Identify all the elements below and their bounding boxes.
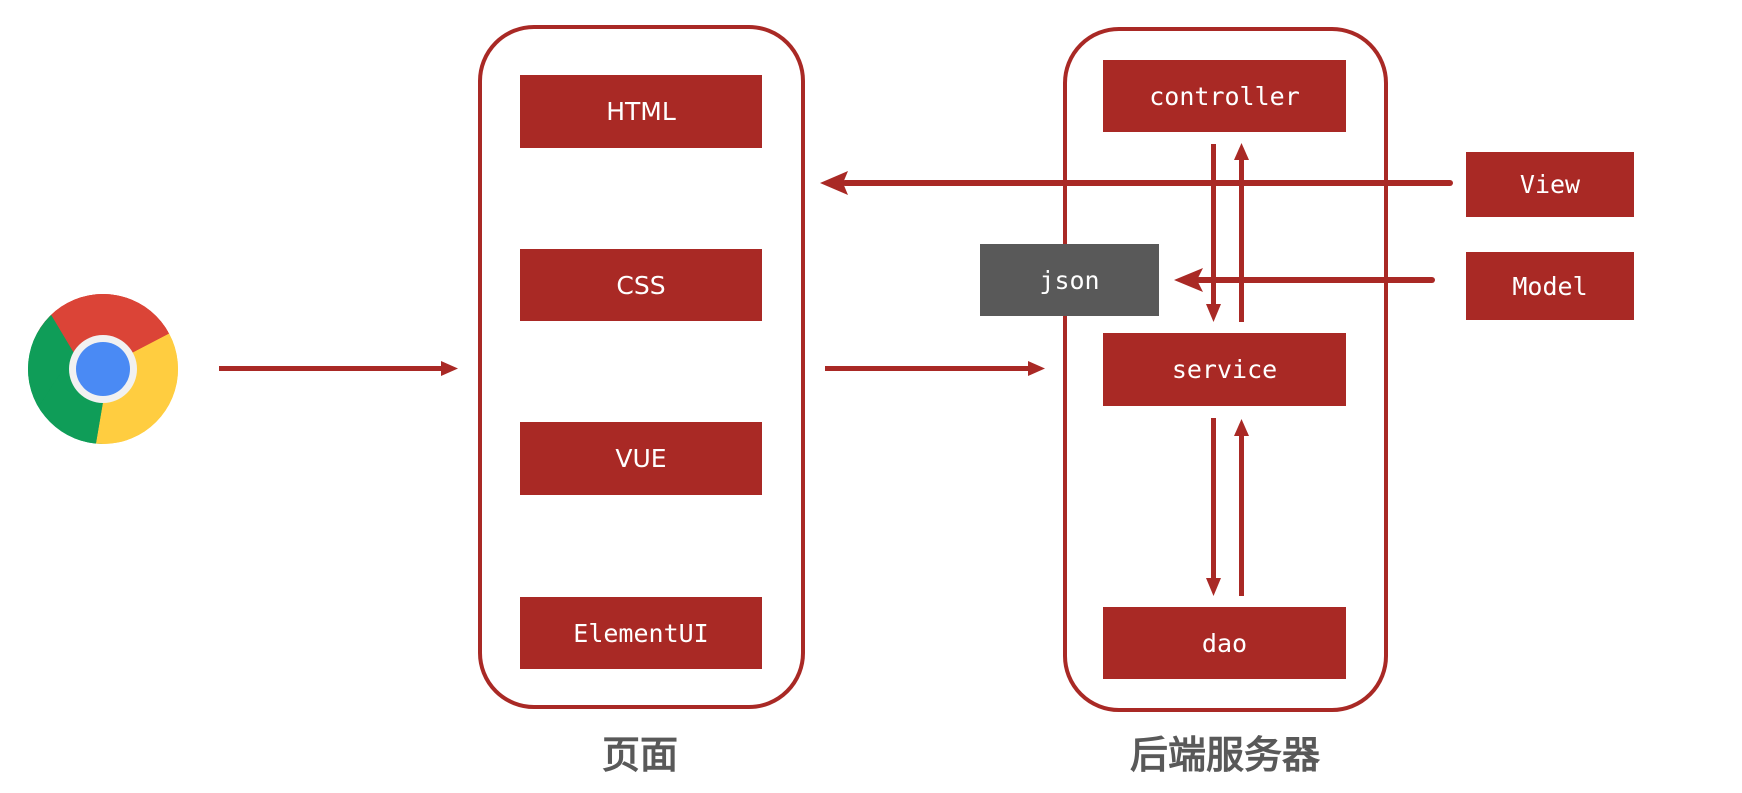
- backend-caption: 后端服务器: [1129, 733, 1320, 777]
- frontend-panel: [478, 25, 805, 709]
- frontend-item-vue: VUE: [520, 422, 762, 495]
- arrow-frontend-to-backend: [825, 366, 1028, 371]
- backend-layer-dao: dao: [1103, 607, 1346, 679]
- arrow-view-to-frontend: [842, 180, 1453, 186]
- frontend-item-css: CSS: [520, 249, 762, 321]
- backend-panel: [1063, 27, 1388, 712]
- arrow-service-to-dao: [1211, 418, 1216, 580]
- view-box: View: [1466, 152, 1634, 217]
- frontend-caption: 页面: [601, 733, 678, 777]
- arrow-model-to-json: [1196, 277, 1435, 283]
- frontend-item-elementui: ElementUI: [520, 597, 762, 669]
- arrow-service-to-controller: [1239, 158, 1244, 322]
- chrome-browser-icon: [27, 293, 179, 445]
- backend-layer-controller: controller: [1103, 60, 1346, 132]
- arrow-controller-to-service: [1211, 144, 1216, 306]
- arrow-dao-to-service: [1239, 434, 1244, 596]
- json-box: json: [980, 244, 1159, 316]
- frontend-item-html: HTML: [520, 75, 762, 148]
- arrow-browser-to-frontend: [219, 366, 441, 371]
- model-box: Model: [1466, 252, 1634, 320]
- backend-layer-service: service: [1103, 333, 1346, 406]
